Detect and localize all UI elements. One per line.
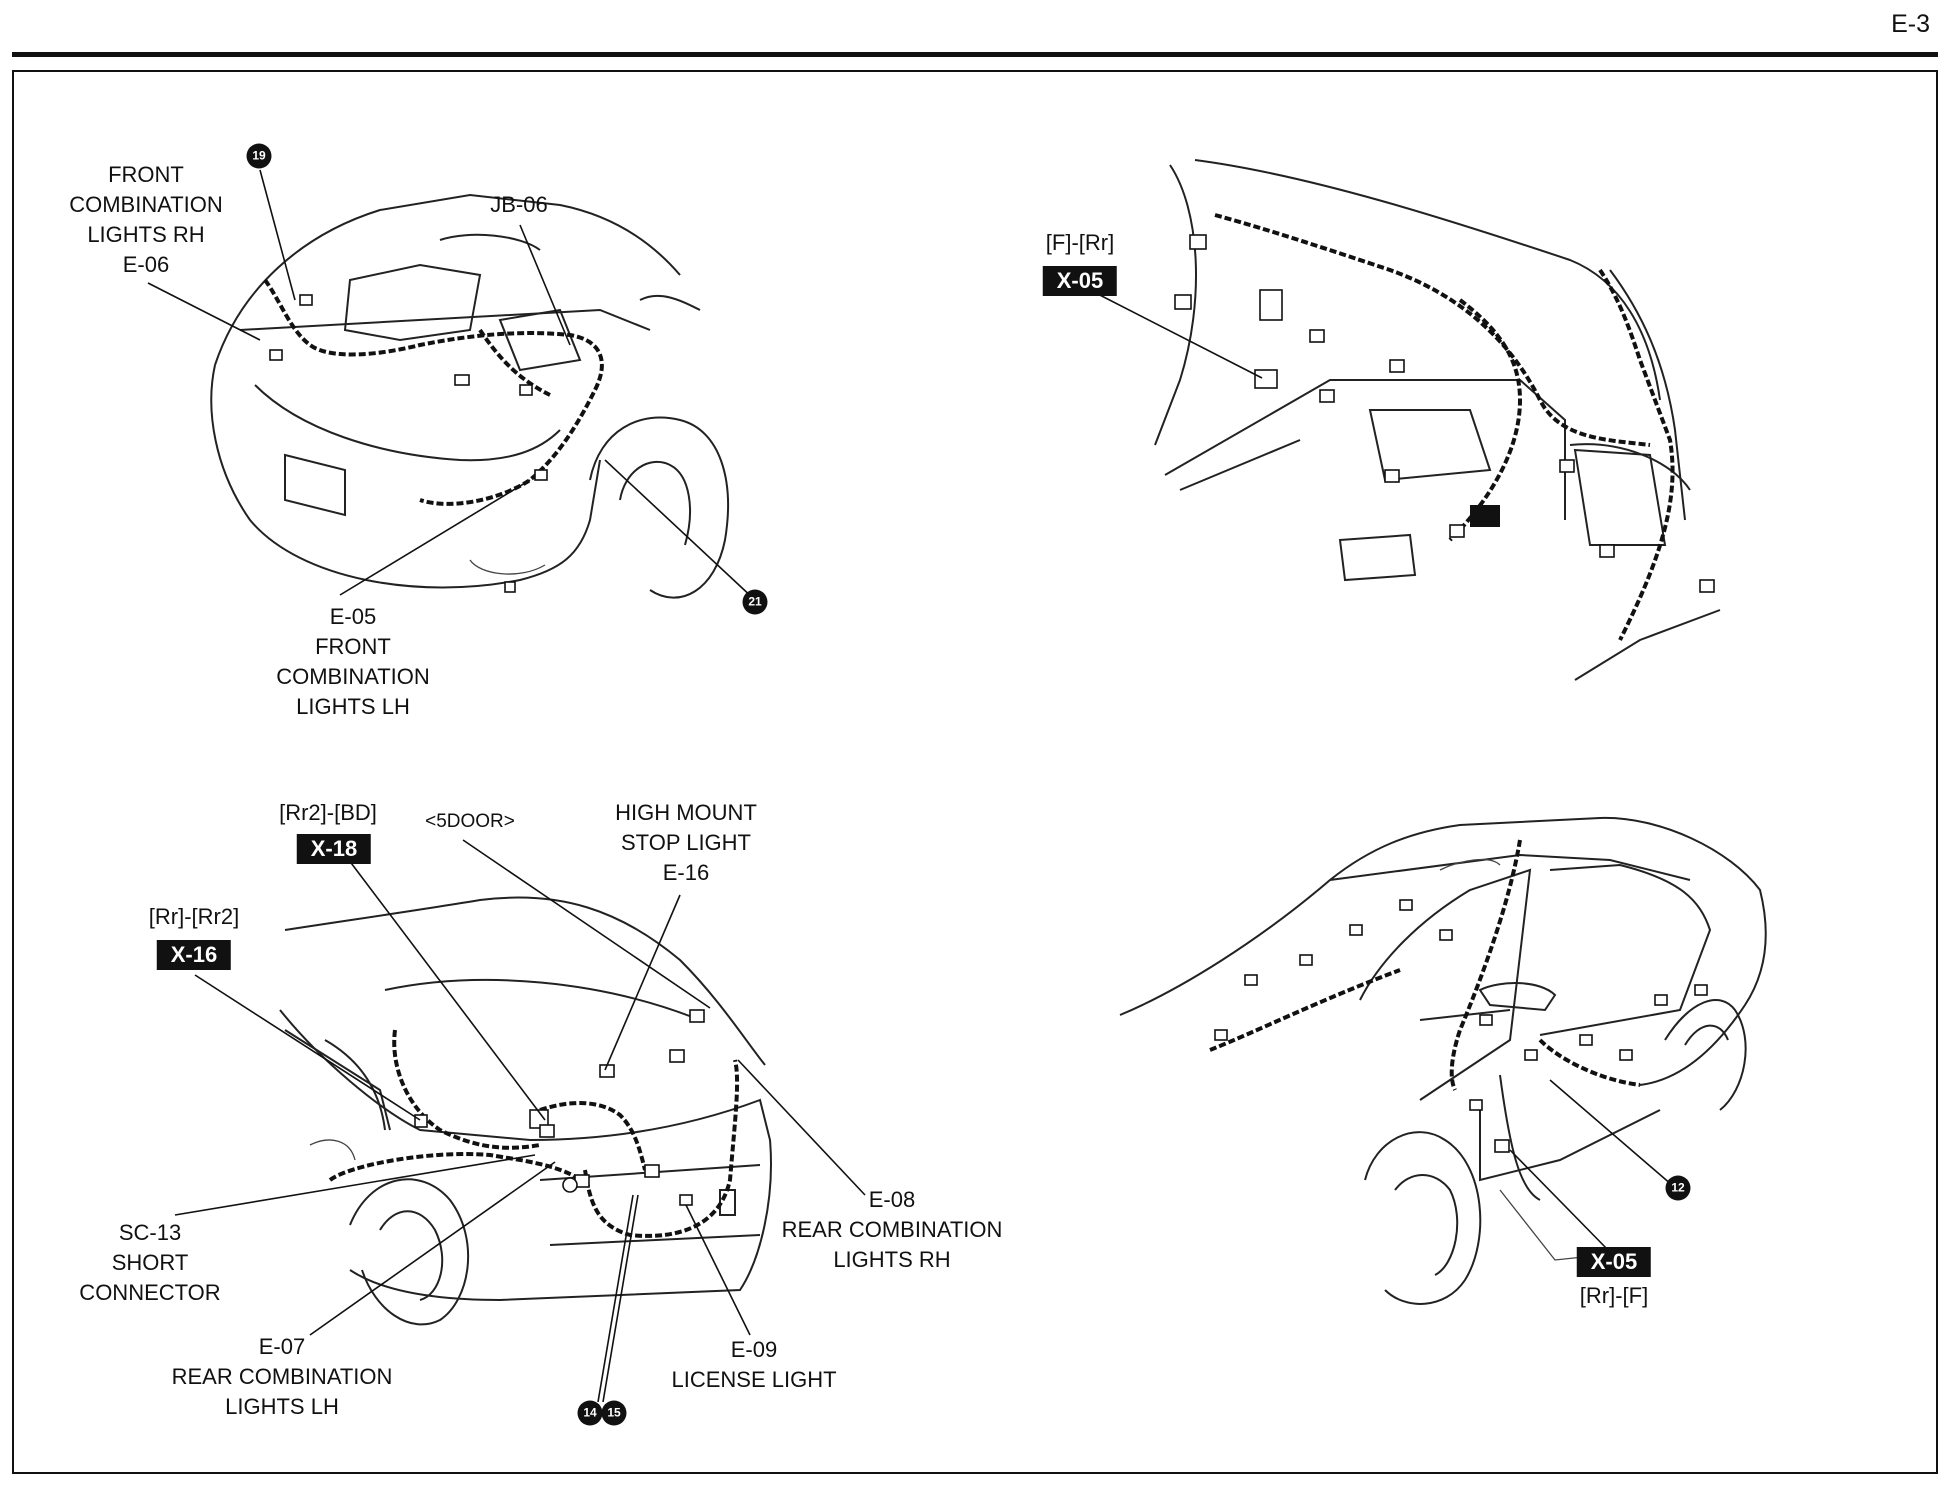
leader-rear-rh xyxy=(737,1059,866,1196)
leader-marker-14-15b xyxy=(602,1194,639,1403)
marker-12: 12 xyxy=(1665,1175,1691,1201)
leader-x05-bottom xyxy=(1509,1149,1611,1253)
label-line: [Rr2]-[BD] xyxy=(279,800,377,825)
label-line: STOP LIGHT xyxy=(620,830,752,855)
connector-code-x16: X-16 xyxy=(156,940,232,970)
diagram-frame xyxy=(12,70,1938,1474)
label-line: REAR COMBINATION xyxy=(171,1364,393,1389)
leader-high-mount xyxy=(604,894,681,1071)
label-line: [Rr]-[F] xyxy=(1579,1283,1649,1308)
label-line: SC-13 xyxy=(118,1220,182,1245)
leader-front-rh xyxy=(147,282,261,341)
label-line: REAR COMBINATION xyxy=(781,1217,1003,1242)
leader-5door xyxy=(462,839,711,1009)
rear-car-illustration xyxy=(279,896,772,1326)
interior-harness-illustration xyxy=(1154,159,1721,681)
label-line: LIGHTS RH xyxy=(833,1247,951,1272)
leader-marker-12 xyxy=(1549,1079,1673,1186)
label-line: E-06 xyxy=(122,252,170,277)
label-line: LIGHTS LH xyxy=(296,694,410,719)
leader-jb06 xyxy=(519,224,571,346)
leader-front-lh xyxy=(339,479,531,596)
label-rear-combination-lights-rh: E-08 REAR COMBINATION LIGHTS RH xyxy=(782,1185,1003,1275)
label-line: FRONT xyxy=(315,634,391,659)
label-line: [Rr]-[Rr2] xyxy=(148,904,240,929)
label-line: E-05 xyxy=(329,604,377,629)
label-high-mount-stop-light: HIGH MOUNT STOP LIGHT E-16 xyxy=(615,798,757,888)
leader-x18 xyxy=(329,834,546,1121)
leader-x05-top xyxy=(1089,289,1263,379)
label-rr-f: [Rr]-[F] xyxy=(1580,1281,1648,1311)
label-front-combination-lights-lh: E-05 FRONT COMBINATION LIGHTS LH xyxy=(276,602,430,722)
page-number: E-3 xyxy=(1891,10,1930,38)
marker-21: 21 xyxy=(742,589,768,615)
marker-19: 19 xyxy=(246,143,272,169)
marker-15: 15 xyxy=(601,1400,627,1426)
label-line: E-07 xyxy=(258,1334,306,1359)
label-line: <5DOOR> xyxy=(425,811,515,832)
leader-marker-14-15 xyxy=(597,1194,634,1403)
label-f-rr-top: [F]-[Rr] xyxy=(1046,228,1114,258)
label-rr-rr2: [Rr]-[Rr2] xyxy=(149,902,239,932)
label-line: [F]-[Rr] xyxy=(1045,230,1115,255)
label-line: JB-06 xyxy=(490,192,548,217)
label-line: E-16 xyxy=(662,860,710,885)
label-sc13-short-connector: SC-13 SHORT CONNECTOR xyxy=(79,1218,220,1308)
label-front-combination-lights-rh: FRONT COMBINATION LIGHTS RH E-06 xyxy=(69,160,223,280)
leader-marker-21 xyxy=(604,459,756,601)
connector-code-x18: X-18 xyxy=(296,834,372,864)
label-line: COMBINATION xyxy=(69,192,223,217)
label-line: E-09 xyxy=(730,1337,778,1362)
header-rule xyxy=(12,52,1938,57)
label-rr2-bd: [Rr2]-[BD] xyxy=(279,798,377,828)
label-line: SHORT xyxy=(111,1250,189,1275)
label-line: HIGH MOUNT xyxy=(615,800,757,825)
label-line: FRONT xyxy=(108,162,184,187)
leader-rear-lh xyxy=(309,1161,556,1336)
label-jb06: JB-06 xyxy=(490,190,547,220)
label-line: COMBINATION xyxy=(276,664,430,689)
leader-license xyxy=(685,1204,751,1336)
label-license-light: E-09 LICENSE LIGHT xyxy=(671,1335,836,1395)
label-line: LIGHTS RH xyxy=(87,222,205,247)
label-rear-combination-lights-lh: E-07 REAR COMBINATION LIGHTS LH xyxy=(172,1332,393,1422)
label-line: LICENSE LIGHT xyxy=(671,1367,837,1392)
leader-marker-19 xyxy=(259,169,296,301)
leader-sc13 xyxy=(174,1154,536,1216)
label-line: LIGHTS LH xyxy=(225,1394,339,1419)
connector-code-x05-bottom: X-05 xyxy=(1576,1247,1652,1277)
side-car-illustration xyxy=(1119,816,1767,1305)
leader-x16 xyxy=(194,974,421,1121)
marker-14: 14 xyxy=(577,1400,603,1426)
connector-code-x05-top: X-05 xyxy=(1042,266,1118,296)
label-line: E-08 xyxy=(868,1187,916,1212)
engine-bay-illustration xyxy=(210,193,729,599)
label-5door: <5DOOR> xyxy=(425,807,515,837)
label-line: CONNECTOR xyxy=(79,1280,221,1305)
